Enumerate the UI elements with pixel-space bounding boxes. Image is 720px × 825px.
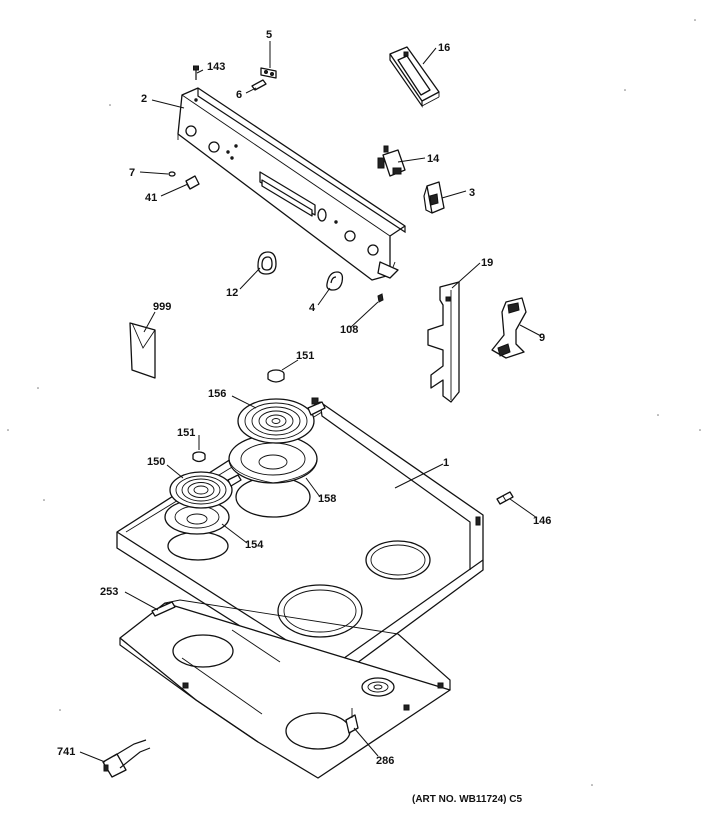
literature-part-999 bbox=[129, 322, 156, 379]
cooktop-part-1 bbox=[116, 401, 484, 684]
screw-part-146 bbox=[496, 491, 514, 505]
receptacle-part-151-lower bbox=[192, 451, 206, 463]
callout-19: 19 bbox=[481, 257, 493, 269]
screw-part-108 bbox=[377, 293, 384, 303]
callout-12: 12 bbox=[226, 287, 238, 299]
electronic-control-part-16 bbox=[389, 46, 440, 108]
callout-286: 286 bbox=[376, 755, 394, 767]
surface-element-part-156 bbox=[237, 397, 326, 444]
callout-151-top: 151 bbox=[296, 350, 314, 362]
clip-parts-5-6 bbox=[251, 67, 277, 91]
background-specks bbox=[7, 19, 701, 786]
callout-158: 158 bbox=[318, 493, 336, 505]
screw-part-143 bbox=[193, 65, 199, 80]
power-cord-part-741 bbox=[102, 739, 151, 778]
art-number: (ART NO. WB11724) C5 bbox=[412, 794, 523, 805]
callout-7: 7 bbox=[129, 167, 135, 179]
hinge-part-9 bbox=[491, 297, 527, 359]
callout-150: 150 bbox=[147, 456, 165, 468]
burner-box-part bbox=[119, 599, 451, 779]
callout-108: 108 bbox=[340, 324, 358, 336]
callout-3: 3 bbox=[469, 187, 475, 199]
callout-999: 999 bbox=[153, 301, 171, 313]
knob-part-12 bbox=[257, 251, 277, 275]
callout-6: 6 bbox=[236, 89, 242, 101]
surface-element-part-150 bbox=[169, 471, 242, 509]
callout-154: 154 bbox=[245, 539, 264, 551]
knob-part-4 bbox=[326, 271, 344, 291]
control-panel-part bbox=[177, 87, 406, 281]
callout-1: 1 bbox=[443, 457, 449, 469]
callout-253: 253 bbox=[100, 586, 118, 598]
switch-part-14 bbox=[377, 145, 406, 177]
receptacle-part-151-top bbox=[267, 369, 285, 383]
callout-143: 143 bbox=[207, 61, 225, 73]
callout-4: 4 bbox=[309, 302, 316, 314]
callout-9: 9 bbox=[539, 332, 545, 344]
callout-156: 156 bbox=[208, 388, 226, 400]
callout-2: 2 bbox=[141, 93, 147, 105]
clip-part-253 bbox=[151, 601, 176, 617]
callout-14: 14 bbox=[427, 153, 440, 165]
small-parts-7-41 bbox=[168, 171, 200, 190]
callout-16: 16 bbox=[438, 42, 450, 54]
callout-146: 146 bbox=[533, 515, 551, 527]
callout-151-lower: 151 bbox=[177, 427, 195, 439]
callout-41: 41 bbox=[145, 192, 157, 204]
leader-lines bbox=[79, 41, 542, 763]
callout-5: 5 bbox=[266, 29, 272, 41]
bracket-part-19 bbox=[427, 281, 460, 403]
callout-741: 741 bbox=[57, 746, 75, 758]
bracket-part-3 bbox=[423, 181, 445, 214]
callout-labels: 1 2 3 4 5 6 7 9 12 14 16 19 41 108 143 1… bbox=[57, 29, 551, 767]
